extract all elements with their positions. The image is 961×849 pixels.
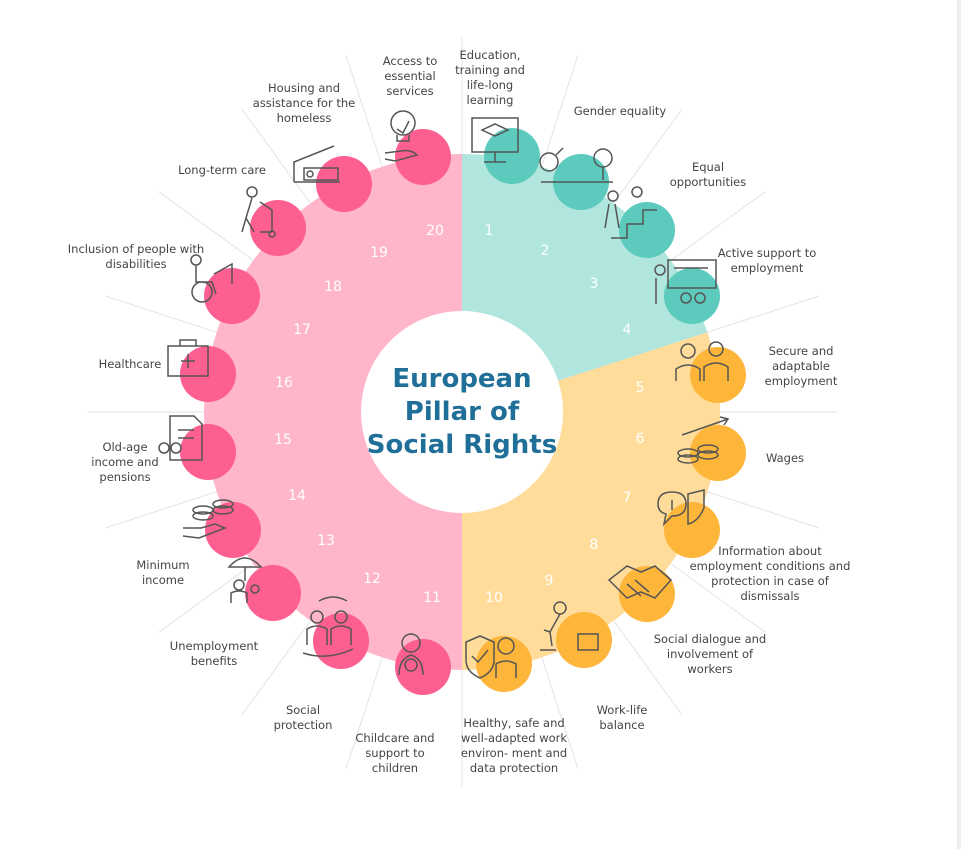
- info-shield-icon: [657, 489, 705, 527]
- hand-coins-icon: [182, 499, 234, 539]
- umbrella-people-icon: [227, 557, 263, 603]
- principle-circle-11: [395, 639, 451, 695]
- principle-circle-14: [205, 502, 261, 558]
- shelter-bed-icon: [293, 145, 340, 183]
- principle-label-15: Old-age income and pensions: [91, 440, 159, 484]
- principle-label-6: Wages: [765, 451, 805, 465]
- principle-number-20: 20: [426, 223, 444, 239]
- principle-label-8: Social dialogue and involvement of worke…: [653, 632, 767, 676]
- gender-symbols-icon: [539, 147, 613, 183]
- parent-briefcase-icon: [540, 601, 599, 651]
- principle-label-1: Education, training and life-long learni…: [455, 48, 525, 107]
- principle-label-18: Long-term care: [178, 163, 266, 177]
- principle-number-11: 11: [423, 590, 441, 606]
- principle-number-16: 16: [275, 375, 293, 391]
- principle-number-5: 5: [635, 380, 645, 396]
- principle-number-3: 3: [589, 276, 599, 292]
- principle-number-1: 1: [484, 223, 494, 239]
- principle-circle-13: [245, 565, 301, 621]
- graduation-screen-icon: [471, 117, 519, 163]
- principle-number-12: 12: [363, 571, 381, 587]
- principle-number-2: 2: [540, 243, 550, 259]
- principle-circle-17: [204, 268, 260, 324]
- principle-label-11: Childcare and support to children: [355, 731, 435, 775]
- principle-circle-19: [316, 156, 372, 212]
- protected-workers-icon: [302, 596, 354, 657]
- principle-label-19: Housing and assistance for the homeless: [252, 81, 356, 125]
- title-line-3: Social Rights: [366, 429, 558, 460]
- principle-number-17: 17: [293, 322, 311, 338]
- principle-label-3: Equal opportunities: [669, 160, 747, 189]
- principle-circle-1: [484, 128, 540, 184]
- principle-number-18: 18: [324, 279, 342, 295]
- title-line-2: Pillar of: [404, 396, 520, 427]
- principle-number-9: 9: [544, 573, 554, 589]
- walker-care-icon: [241, 186, 276, 238]
- principle-label-9: Work-life balance: [596, 703, 648, 732]
- principle-number-15: 15: [274, 432, 292, 448]
- principle-label-2: Gender equality: [573, 104, 667, 118]
- principle-circles: [180, 128, 746, 695]
- principle-number-19: 19: [370, 245, 388, 261]
- safety-worker-icon: [465, 635, 517, 679]
- page-edge: [957, 0, 961, 849]
- principle-circle-6: [690, 425, 746, 481]
- principle-number-6: 6: [635, 431, 645, 447]
- people-stairs-icon: [604, 186, 657, 239]
- principle-circle-5: [690, 347, 746, 403]
- principle-circle-12: [313, 613, 369, 669]
- principle-label-5: Secure and adaptable employment: [764, 344, 838, 388]
- principle-icons: [158, 110, 730, 679]
- principle-circle-20: [395, 129, 451, 185]
- principle-number-8: 8: [589, 537, 599, 553]
- principle-number-13: 13: [317, 533, 335, 549]
- wheelchair-icon: [190, 254, 233, 303]
- principle-circle-4: [664, 268, 720, 324]
- principle-label-7: Information about employment conditions …: [689, 544, 851, 603]
- presentation-icon: [654, 259, 717, 304]
- sector-pink: [204, 154, 462, 670]
- parent-child-icon: [398, 633, 424, 676]
- title-line-1: European: [392, 363, 532, 394]
- principle-circle-15: [180, 424, 236, 480]
- principle-circle-9: [556, 612, 612, 668]
- center-circle: [361, 311, 563, 513]
- principle-label-17: Inclusion of people with disabilities: [67, 242, 205, 271]
- principle-label-14: Minimum income: [136, 558, 190, 587]
- workers-icon: [675, 341, 729, 381]
- principle-label-20: Access to essential services: [382, 54, 438, 98]
- principle-number-7: 7: [622, 490, 632, 506]
- principle-label-4: Active support to employment: [717, 246, 817, 275]
- principle-label-12: Social protection: [273, 703, 333, 732]
- hand-bulb-icon: [384, 110, 419, 162]
- principle-circle-18: [250, 200, 306, 256]
- principle-label-10: Healthy, safe and well-adapted work envi…: [460, 716, 568, 775]
- principle-number-10: 10: [485, 590, 503, 606]
- coins-arrow-icon: [677, 416, 730, 464]
- pension-document-icon: [158, 415, 203, 461]
- principle-circle-10: [476, 636, 532, 692]
- principle-number-4: 4: [622, 322, 632, 338]
- handshake-icon: [607, 565, 673, 599]
- medical-kit-icon: [167, 339, 209, 377]
- principle-label-13: Unemployment benefits: [169, 639, 259, 668]
- principle-label-16: Healthcare: [98, 357, 162, 371]
- page-title: European Pillar of Social Rights: [362, 312, 562, 512]
- principle-number-14: 14: [288, 488, 306, 504]
- principle-circle-3: [619, 202, 675, 258]
